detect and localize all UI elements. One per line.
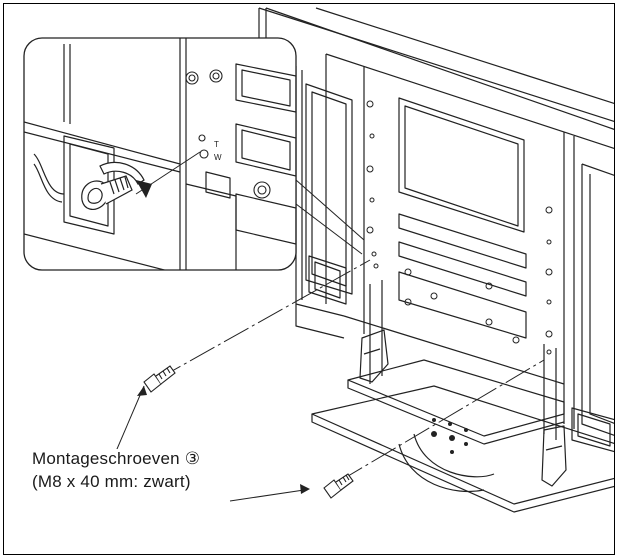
mounting-illustration: T W <box>23 7 614 513</box>
illustration-frame: T W Montageschroeven ③ (M8 x 40 mm: zwar… <box>3 3 615 555</box>
inset-screw <box>81 175 133 210</box>
inset-holes <box>185 69 271 199</box>
inset-mark-t: T <box>214 140 219 149</box>
screw-upper <box>143 365 176 393</box>
screw-lower <box>323 473 354 499</box>
callout-label-screw-spec: (M8 x 40 mm: zwart) <box>30 472 193 492</box>
base-holes <box>431 418 468 454</box>
inset-mark-w: W <box>214 153 222 162</box>
panel-holes <box>366 100 553 355</box>
detail-inset: T W <box>23 37 297 271</box>
leader-arrowheads <box>137 386 310 494</box>
tv-stand <box>311 280 614 513</box>
leader-lines <box>113 179 545 502</box>
tv-back-panel <box>258 7 614 453</box>
callout-label-screws: Montageschroeven ③ <box>30 449 203 469</box>
